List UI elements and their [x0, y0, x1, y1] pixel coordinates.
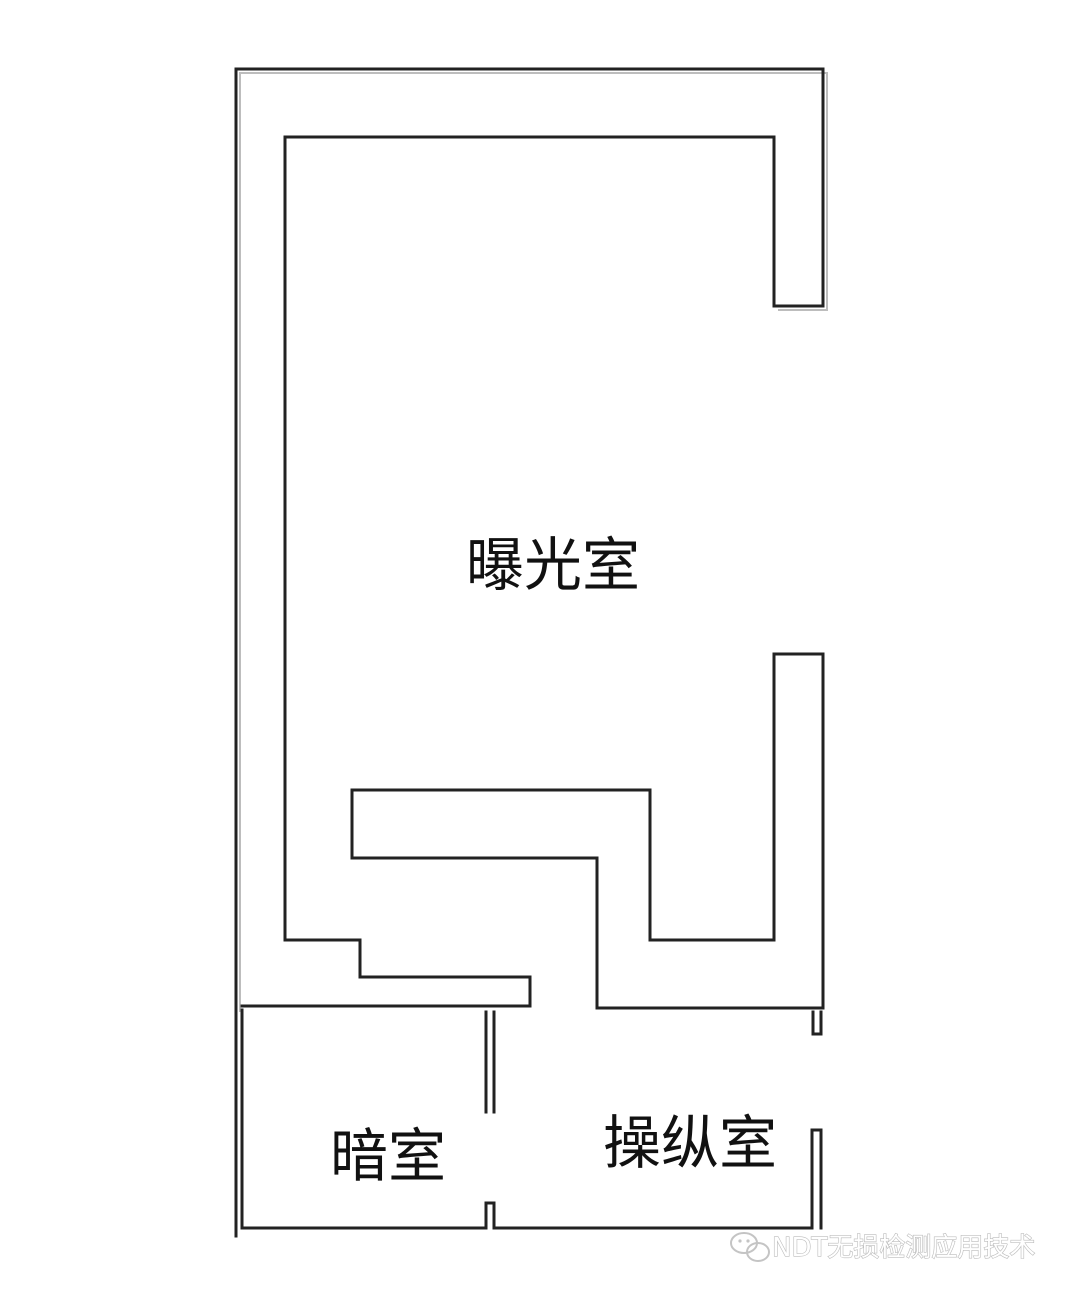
watermark-text: NDT无损检测应用技术: [772, 1233, 1035, 1263]
watermark: NDT无损检测应用技术: [730, 1232, 1036, 1264]
exposure-room-label: 曝光室: [466, 531, 640, 599]
outer-wall-top-shadow: [239, 72, 828, 1012]
control-room-label: 操纵室: [603, 1109, 777, 1177]
control-room-right-tick: [811, 1010, 823, 1036]
outer-wall-top: [234, 67, 825, 1012]
wechat-icon: [730, 1232, 770, 1262]
lower-rooms-boundary: [240, 1008, 823, 1230]
darkroom-label: 暗室: [330, 1122, 446, 1190]
outer-wall-bottom-right: [350, 652, 825, 1010]
